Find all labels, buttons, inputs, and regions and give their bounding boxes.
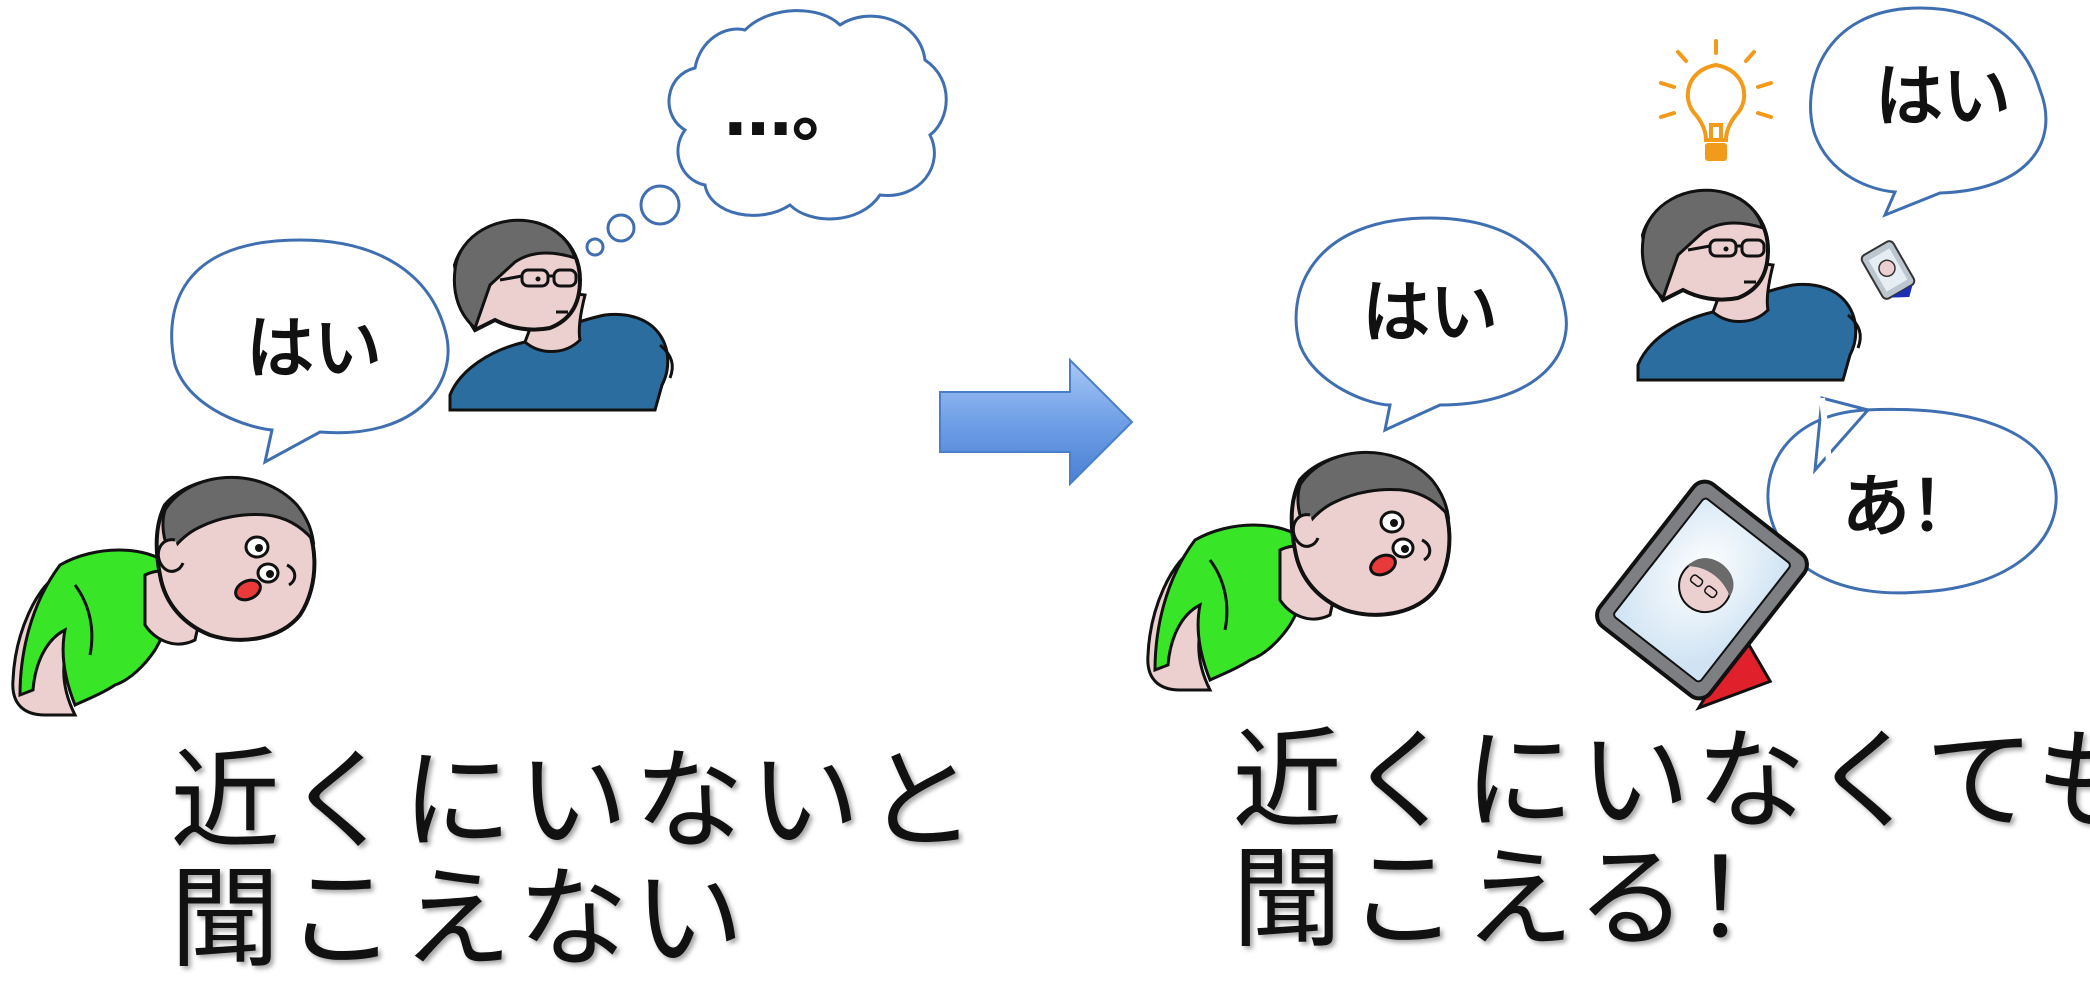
speech-bubble-right-adult: はい — [1809, 6, 2048, 218]
caption-left-line2: 聞こえない — [170, 855, 750, 983]
tablet-icon — [1595, 479, 1809, 711]
caption-left: 近くにいないと 聞こえない — [170, 742, 982, 978]
speech-bubble-right-exclaim: あ！ — [1766, 396, 2058, 595]
adult-figure-right — [1636, 188, 1863, 382]
speech-text-right-child: はい — [1362, 274, 1498, 353]
speech-text-right-exclaim: あ！ — [1842, 468, 1978, 547]
child-figure-right — [1145, 450, 1452, 692]
adult-figure-left — [448, 218, 675, 412]
lightbulb-icon — [1659, 39, 1773, 161]
speech-text-left: はい — [246, 310, 382, 389]
caption-right: 近くにいなくても 聞こえる！ — [1232, 722, 2090, 958]
caption-right-line2: 聞こえる！ — [1232, 835, 1809, 963]
speech-text-right-adult: はい — [1875, 58, 2011, 137]
caption-left-line1: 近くにいないと — [170, 737, 982, 865]
speech-bubble-left: はい — [170, 238, 450, 465]
speech-bubble-right-child: はい — [1294, 216, 1568, 433]
caption-right-line1: 近くにいなくても — [1232, 717, 2090, 845]
mini-tablet-icon — [1860, 240, 1916, 300]
child-figure-left — [10, 475, 317, 717]
thought-text-left: …。 — [724, 73, 860, 152]
thought-cloud-icon — [585, 9, 948, 257]
arrow-right-icon — [939, 357, 1134, 487]
